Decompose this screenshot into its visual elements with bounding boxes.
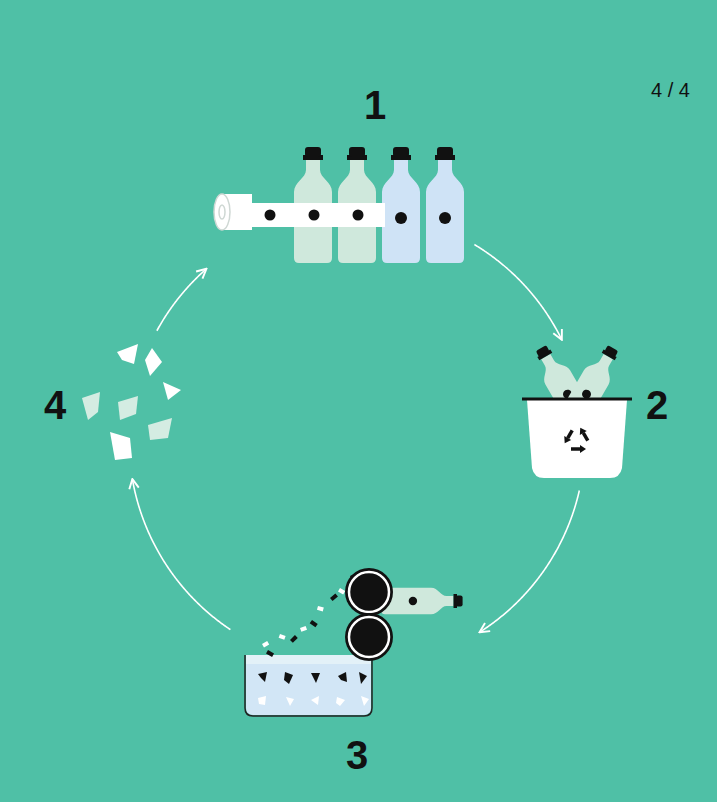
recycle-symbol-part-part [580,445,586,453]
step-number: 1 [364,85,386,125]
recycle-symbol-part-part [571,447,580,451]
flakes-dark-part [284,672,293,684]
recycle-symbol-part-part [577,426,587,435]
falling-flakes-part [300,626,307,632]
tape-roll-end [214,194,230,230]
process-step: 2 [520,350,685,480]
falling-flakes-part [310,620,318,627]
plastic-flakes-part [163,382,181,400]
bottle [381,588,462,615]
plastic-flakes-part [110,432,132,460]
roller [345,613,393,661]
recycle-bin [522,341,632,478]
recycle-symbol-part-part [568,430,573,438]
tank-air [246,655,371,664]
tape-dot [353,210,364,221]
tape-roll-core [219,205,225,219]
plastic-flakes-part [117,344,138,364]
recycle-symbol-part [571,445,586,453]
flakes-dark-part [338,672,347,682]
plastic-flakes-part [82,392,100,420]
plastic-flakes-part [118,396,138,420]
plastic-flakes-part [145,348,162,376]
wash-tank [245,655,372,716]
tape-strip [235,203,385,227]
flakes-light-part [361,696,369,706]
falling-flakes [262,573,358,657]
flakes-light-part [336,697,345,706]
falling-flakes-part [266,650,274,657]
flakes-light-part [286,697,294,706]
falling-flakes-part [262,641,269,647]
tape-dot [309,210,320,221]
bin-rim [522,398,632,401]
cycle-arrow [480,491,580,633]
process-step: 3 [240,565,470,775]
flakes-light-part [311,696,319,705]
recycle-symbol-part [577,426,591,443]
falling-flakes-part [290,635,298,643]
recycle-symbol-part-part [583,433,588,441]
falling-flakes-part [330,594,338,602]
falling-flakes-part [317,606,324,611]
connectors [132,245,579,633]
flakes-dark [258,672,367,684]
flakes-dark-part [258,672,267,682]
bin-body [527,400,627,478]
cycle-arrow [474,245,561,340]
step-number: 4 [44,385,66,425]
recycle-symbol-part-part [561,436,571,445]
step-number: 3 [346,735,368,775]
plastic-flakes [82,344,181,460]
step-number: 2 [646,385,668,425]
flakes-light [258,696,369,706]
flakes-dark-part [359,672,367,684]
falling-flakes-part [338,588,345,594]
bottle [382,147,420,263]
flakes-light-part [258,696,266,705]
bottles-production [214,147,464,263]
cycle-arrow [157,269,207,331]
roller-ring [349,617,389,657]
roller [345,568,393,616]
cycle-arrow [132,479,230,630]
plastic-flakes-part [148,418,172,440]
tape-dot [265,210,276,221]
falling-flakes-part [279,634,286,640]
roller-ring [349,572,389,612]
bottle [426,147,464,263]
page-indicator: 4 / 4 [651,80,690,100]
shredder [245,568,463,716]
flakes-dark-part [311,673,320,683]
process-step: 4 [35,340,185,468]
process-step: 1 [215,85,465,265]
wash-water [246,664,371,715]
recycle-symbol [561,426,591,453]
recycle-symbol-part [561,428,575,445]
